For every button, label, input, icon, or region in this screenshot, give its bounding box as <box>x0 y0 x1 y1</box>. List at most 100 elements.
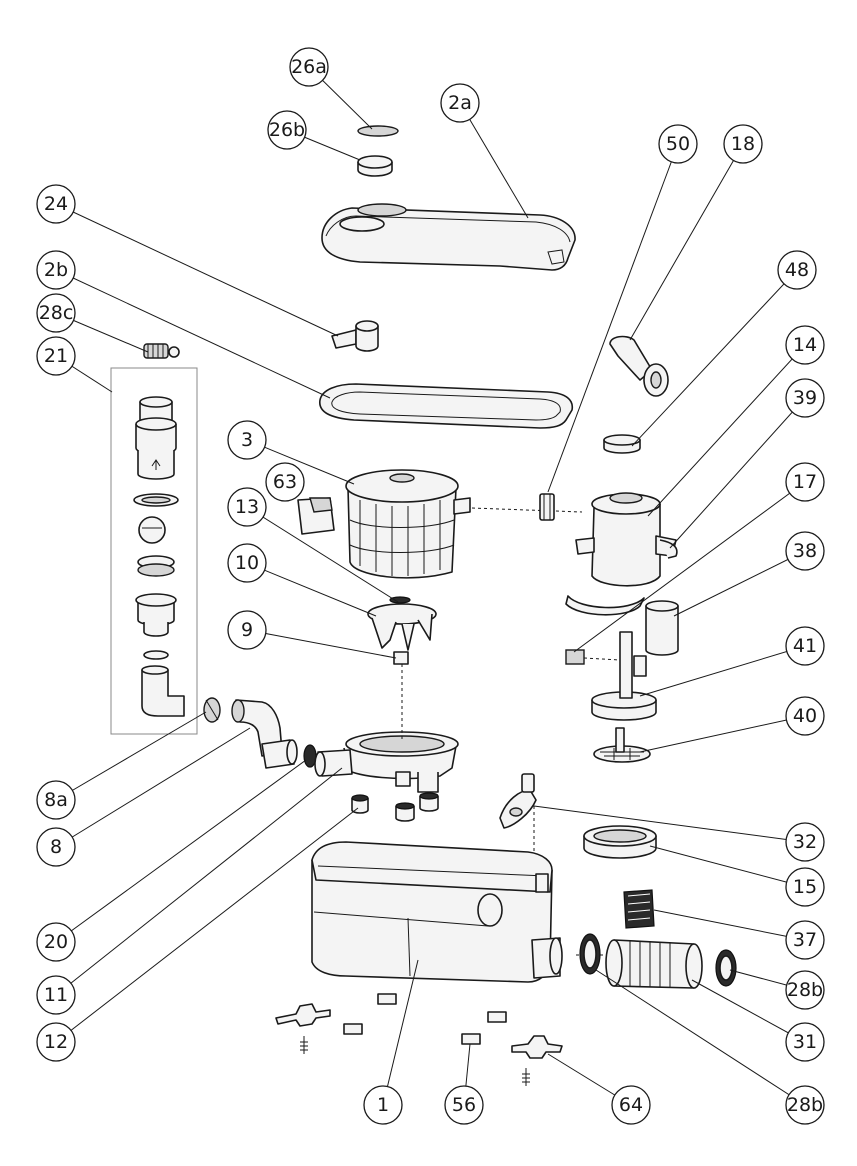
svg-text:38: 38 <box>793 540 817 562</box>
svg-text:32: 32 <box>793 831 817 853</box>
part-17-bracket <box>565 595 645 616</box>
callout-14: 14 <box>785 325 825 365</box>
callout-3: 3 <box>227 420 267 460</box>
callout-41: 41 <box>785 626 825 666</box>
svg-text:50: 50 <box>666 133 690 155</box>
callout-2b: 2b <box>36 250 76 290</box>
svg-text:20: 20 <box>44 931 68 953</box>
callout-26a: 26a <box>289 47 329 87</box>
svg-text:26b: 26b <box>269 119 305 141</box>
callout-24: 24 <box>36 184 76 224</box>
part-38-float <box>645 600 679 656</box>
part-28b-clamp-right <box>715 949 737 987</box>
callout-37: 37 <box>785 920 825 960</box>
svg-text:37: 37 <box>793 929 817 951</box>
callout-31: 31 <box>785 1022 825 1062</box>
part-41-switch <box>565 631 657 721</box>
callout-17: 17 <box>785 462 825 502</box>
svg-text:12: 12 <box>44 1031 68 1053</box>
callout-21: 21 <box>36 336 76 376</box>
callout-1: 1 <box>363 1085 403 1125</box>
part-37-spring <box>623 889 655 929</box>
part-1-tank <box>311 841 563 983</box>
callout-39: 39 <box>785 378 825 418</box>
callout-9: 9 <box>227 610 267 650</box>
svg-text:26a: 26a <box>291 56 327 78</box>
callout-32: 32 <box>785 822 825 862</box>
part-8-elbow <box>231 699 298 769</box>
part-56-blocks <box>343 993 507 1045</box>
svg-text:63: 63 <box>273 471 297 493</box>
callout-28b-right: 28b <box>785 970 825 1010</box>
part-48-ring <box>603 434 641 454</box>
part-28b-clamp-left <box>579 933 601 975</box>
callout-28b-bottom: 28b <box>785 1085 825 1125</box>
svg-text:21: 21 <box>44 345 68 367</box>
callout-10: 10 <box>227 543 267 583</box>
svg-text:40: 40 <box>793 705 817 727</box>
part-50-connector <box>539 493 555 521</box>
part-8a-clamp <box>203 697 221 723</box>
svg-text:10: 10 <box>235 552 259 574</box>
part-2b-gasket <box>319 383 574 429</box>
svg-text:28c: 28c <box>39 302 74 324</box>
svg-text:28b: 28b <box>787 1094 823 1116</box>
svg-text:18: 18 <box>731 133 755 155</box>
part-3-motor <box>345 469 471 579</box>
svg-text:48: 48 <box>785 259 809 281</box>
callout-15: 15 <box>785 867 825 907</box>
svg-text:56: 56 <box>452 1094 476 1116</box>
part-63-cap <box>297 497 335 535</box>
callout-13: 13 <box>227 487 267 527</box>
callout-63: 63 <box>265 462 305 502</box>
callout-38: 38 <box>785 531 825 571</box>
svg-text:11: 11 <box>44 984 68 1006</box>
part-39-clip <box>659 539 678 559</box>
svg-text:3: 3 <box>241 429 253 451</box>
callout-18: 18 <box>723 124 763 164</box>
part-24-clip <box>331 320 379 352</box>
part-18-valve <box>609 335 669 397</box>
part-64-brackets <box>275 1003 563 1086</box>
svg-text:15: 15 <box>793 876 817 898</box>
callout-64: 64 <box>611 1085 651 1125</box>
callout-8: 8 <box>36 827 76 867</box>
part-26a-cap <box>357 125 399 137</box>
svg-text:8a: 8a <box>44 789 68 811</box>
svg-text:8: 8 <box>50 836 62 858</box>
part-2a-lid <box>321 203 576 271</box>
callout-11: 11 <box>36 975 76 1015</box>
callout-40: 40 <box>785 696 825 736</box>
svg-text:41: 41 <box>793 635 817 657</box>
part-9-nut <box>393 651 409 665</box>
part-32-flap <box>499 773 537 829</box>
svg-text:24: 24 <box>44 193 68 215</box>
callout-12: 12 <box>36 1022 76 1062</box>
svg-text:31: 31 <box>793 1031 817 1053</box>
callout-20: 20 <box>36 922 76 962</box>
svg-text:64: 64 <box>619 1094 643 1116</box>
callout-26b: 26b <box>267 110 307 150</box>
svg-text:1: 1 <box>377 1094 389 1116</box>
part-31-hose <box>605 939 703 989</box>
callout-8a: 8a <box>36 780 76 820</box>
svg-text:28b: 28b <box>787 979 823 1001</box>
svg-text:14: 14 <box>793 334 817 356</box>
axis-line <box>471 507 583 513</box>
part-14-housing <box>575 492 677 587</box>
svg-text:9: 9 <box>241 619 253 641</box>
callout-2a: 2a <box>440 83 480 123</box>
part-15-seal <box>583 825 657 859</box>
part-13-oring <box>389 596 411 604</box>
part-21-kit <box>110 367 198 735</box>
svg-text:39: 39 <box>793 387 817 409</box>
callout-56: 56 <box>444 1085 484 1125</box>
part-12-feet <box>351 792 439 822</box>
part-20-coupler <box>303 744 317 768</box>
svg-text:2b: 2b <box>44 259 68 281</box>
part-40-grate <box>593 727 651 763</box>
callout-48: 48 <box>777 250 817 290</box>
part-11-base <box>314 731 459 793</box>
svg-text:17: 17 <box>793 471 817 493</box>
